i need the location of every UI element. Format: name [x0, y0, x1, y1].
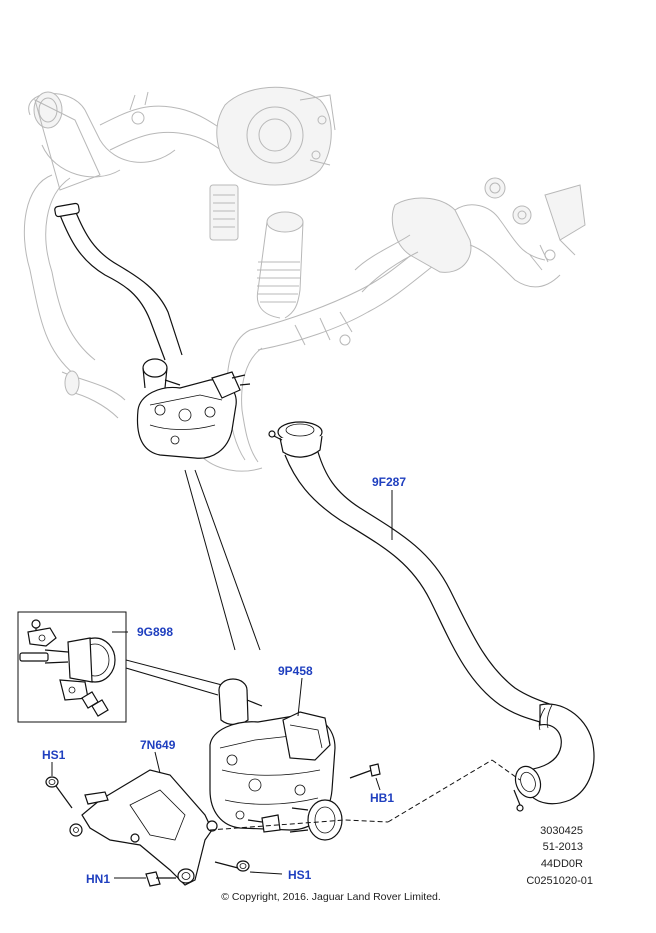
callout-HS1-right[interactable]: HS1: [288, 868, 312, 882]
leader-9G898-a: [125, 659, 223, 686]
callout-9F287[interactable]: 9F287: [372, 475, 406, 489]
leader-9P458: [297, 677, 303, 717]
egr-valve-exploded: [209, 678, 343, 841]
bracket-7N649: [69, 769, 218, 886]
leader-assembly-right: [194, 469, 261, 651]
engine-context-ghost: [23, 86, 586, 472]
reference-line-2: 51-2013: [543, 841, 583, 853]
leader-9G898-b: [125, 667, 219, 696]
bolt-HB1: [349, 763, 381, 779]
reference-line-3: 44DD0R: [541, 858, 583, 870]
callout-HN1[interactable]: HN1: [86, 872, 110, 886]
reference-line-1: 3030425: [540, 825, 583, 837]
fastener-HS1-right: [214, 860, 250, 872]
callout-HB1[interactable]: HB1: [370, 791, 394, 805]
hose-9F287: [268, 421, 595, 812]
leader-7N649: [154, 751, 161, 774]
leader-HS1-right: [249, 871, 283, 875]
leader-HB1: [375, 777, 381, 791]
dashed-link-1: [387, 759, 493, 823]
dashed-link-3: [209, 819, 389, 831]
reference-line-4: C0251020-01: [526, 875, 593, 887]
fastener-HS1-left: [45, 776, 73, 809]
egr-valve-in-context: [136, 358, 251, 459]
callout-9P458[interactable]: 9P458: [278, 664, 313, 678]
callout-HS1-left[interactable]: HS1: [42, 748, 66, 762]
dashed-link-2: [491, 759, 521, 781]
copyright-notice: © Copyright, 2016. Jaguar Land Rover Lim…: [221, 891, 441, 903]
egr-hose-upper: [54, 202, 183, 361]
leader-assembly-left: [184, 469, 236, 651]
fastener-HN1: [145, 871, 176, 887]
inset-9G898: [17, 611, 127, 723]
callout-9G898[interactable]: 9G898: [137, 625, 173, 639]
callout-7N649[interactable]: 7N649: [140, 738, 176, 752]
